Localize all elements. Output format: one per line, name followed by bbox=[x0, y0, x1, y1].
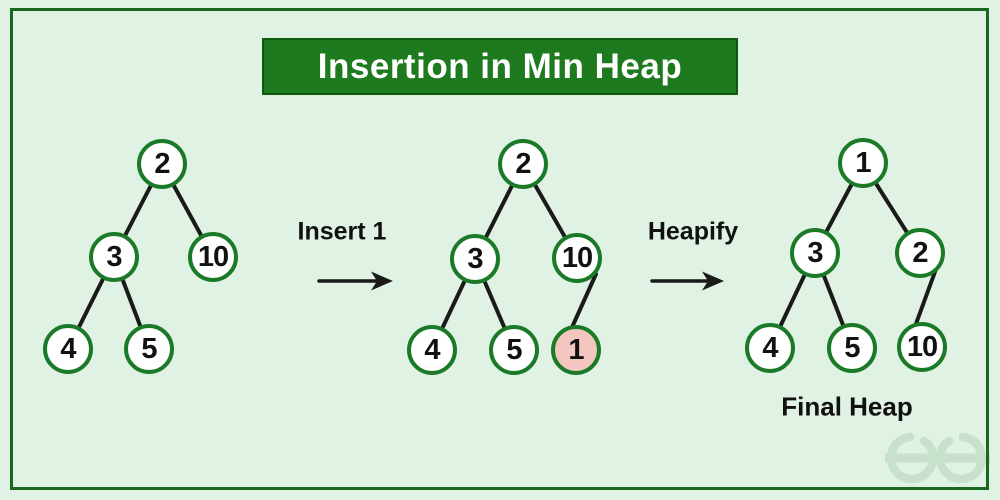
geeksforgeeks-logo-icon bbox=[885, 432, 990, 484]
heap-node-initial-heap-2: 2 bbox=[137, 139, 187, 189]
page-title: Insertion in Min Heap bbox=[317, 46, 683, 86]
heap-node-initial-heap-4: 4 bbox=[43, 324, 93, 374]
heap-node-after-insert-3: 3 bbox=[450, 234, 500, 284]
heap-node-after-insert-2: 2 bbox=[498, 139, 548, 189]
heap-node-final-heap-10: 10 bbox=[897, 322, 947, 372]
heap-node-final-heap-2: 2 bbox=[895, 228, 945, 278]
heap-node-after-insert-4: 4 bbox=[407, 325, 457, 375]
tree-edge-final-heap-2-10 bbox=[911, 267, 938, 334]
heap-node-initial-heap-5: 5 bbox=[124, 324, 174, 374]
step-label-heapify: Heapify bbox=[647, 217, 739, 246]
step-arrow-head-1 bbox=[702, 271, 724, 291]
title-banner: Insertion in Min Heap bbox=[262, 38, 738, 95]
heap-node-after-insert-5: 5 bbox=[489, 325, 539, 375]
heap-node-after-insert-10: 10 bbox=[552, 233, 602, 283]
step-label-insert-1: Insert 1 bbox=[297, 217, 387, 246]
step-arrow-head-0 bbox=[371, 271, 393, 291]
final-heap-label: Final Heap bbox=[781, 391, 913, 422]
heap-node-after-insert-1: 1 bbox=[551, 325, 601, 375]
heap-node-initial-heap-3: 3 bbox=[89, 232, 139, 282]
heap-node-initial-heap-10: 10 bbox=[188, 232, 238, 282]
tree-edge-after-insert-10-1 bbox=[567, 272, 598, 336]
heap-node-final-heap-3: 3 bbox=[790, 228, 840, 278]
heap-node-final-heap-1: 1 bbox=[838, 138, 888, 188]
heap-node-final-heap-5: 5 bbox=[827, 323, 877, 373]
heap-node-final-heap-4: 4 bbox=[745, 323, 795, 373]
